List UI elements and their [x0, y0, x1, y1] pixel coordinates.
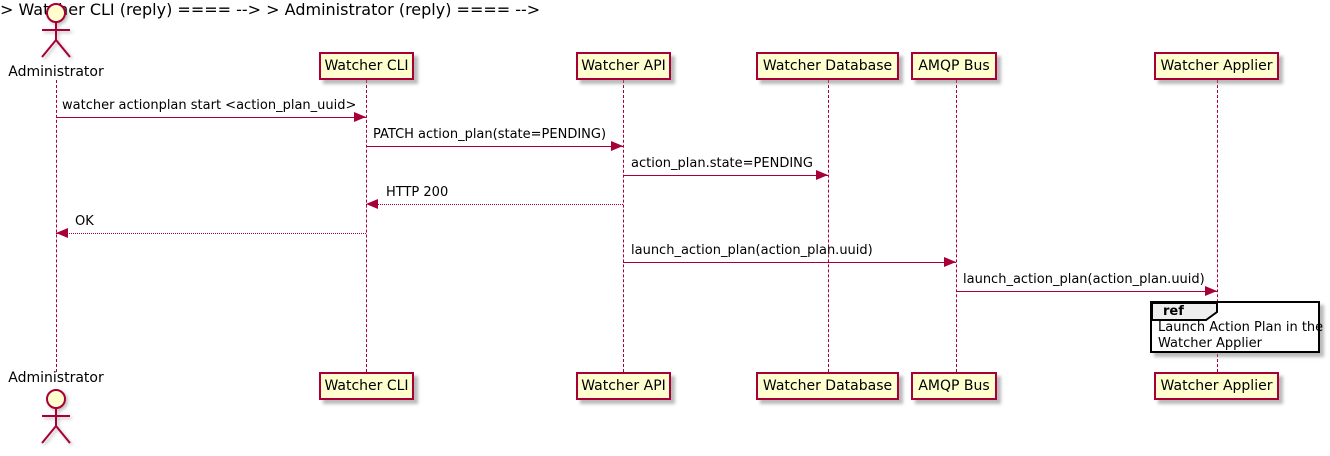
arrowhead-right-icon: [816, 170, 828, 180]
message-label-4: HTTP 200: [386, 185, 449, 200]
arrowhead-left-icon: [56, 228, 68, 238]
ref-body-line-1: Launch Action Plan in the: [1158, 320, 1324, 335]
actor-figure-bottom: [41, 389, 71, 444]
participant-bottom-watcher-applier: Watcher Applier: [1154, 372, 1279, 400]
ref-keyword: ref: [1163, 304, 1184, 319]
participant-top-amqp-bus: AMQP Bus: [911, 52, 997, 80]
message-label-7: launch_action_plan(action_plan.uuid): [963, 272, 1205, 287]
message-line-5: [56, 233, 366, 234]
lifeline-administrator: [56, 80, 57, 372]
participant-bottom-amqp-bus: AMQP Bus: [911, 372, 997, 400]
actor-figure-top: [41, 3, 71, 58]
message-line-4: [366, 204, 623, 205]
message-line-3: [623, 175, 828, 176]
participant-top-watcher-applier: Watcher Applier: [1154, 52, 1279, 80]
arrowhead-right-icon: [944, 257, 956, 267]
arrowhead-right-icon: [1205, 286, 1217, 296]
message-line-6: [623, 262, 956, 263]
lifeline-watcher-cli: [366, 80, 367, 372]
lifeline-amqp-bus: [956, 80, 957, 372]
message-label-6: launch_action_plan(action_plan.uuid): [631, 243, 873, 258]
message-line-7: [956, 291, 1217, 292]
message-line-2: [366, 146, 623, 147]
participant-top-watcher-api: Watcher API: [576, 52, 671, 80]
lifeline-watcher-api: [623, 80, 624, 372]
ref-body: Launch Action Plan in the Watcher Applie…: [1158, 320, 1324, 352]
arrowhead-right-icon: [354, 112, 366, 122]
participant-bottom-watcher-database: Watcher Database: [756, 372, 899, 400]
message-line-1: [56, 117, 366, 118]
actor-label-bottom: Administrator: [8, 370, 104, 386]
lifeline-watcher-applier: [1217, 80, 1218, 372]
participant-top-watcher-database: Watcher Database: [756, 52, 899, 80]
lifeline-watcher-database: [828, 80, 829, 372]
arrowhead-right-icon: [611, 141, 623, 151]
participant-top-watcher-cli: Watcher CLI: [319, 52, 414, 80]
message-label-3: action_plan.state=PENDING: [631, 156, 813, 171]
participant-bottom-watcher-cli: Watcher CLI: [319, 372, 414, 400]
ref-body-line-2: Watcher Applier: [1158, 336, 1262, 351]
actor-label-top: Administrator: [8, 64, 104, 80]
ref-fragment: ref Launch Action Plan in the Watcher Ap…: [1150, 301, 1324, 353]
arrowhead-left-icon: [366, 199, 378, 209]
message-label-1: watcher actionplan start <action_plan_uu…: [62, 98, 357, 113]
ref-tab-icon: [1151, 302, 1218, 321]
message-label-2: PATCH action_plan(state=PENDING): [373, 127, 607, 142]
message-label-5: OK: [75, 214, 94, 229]
participant-bottom-watcher-api: Watcher API: [576, 372, 671, 400]
